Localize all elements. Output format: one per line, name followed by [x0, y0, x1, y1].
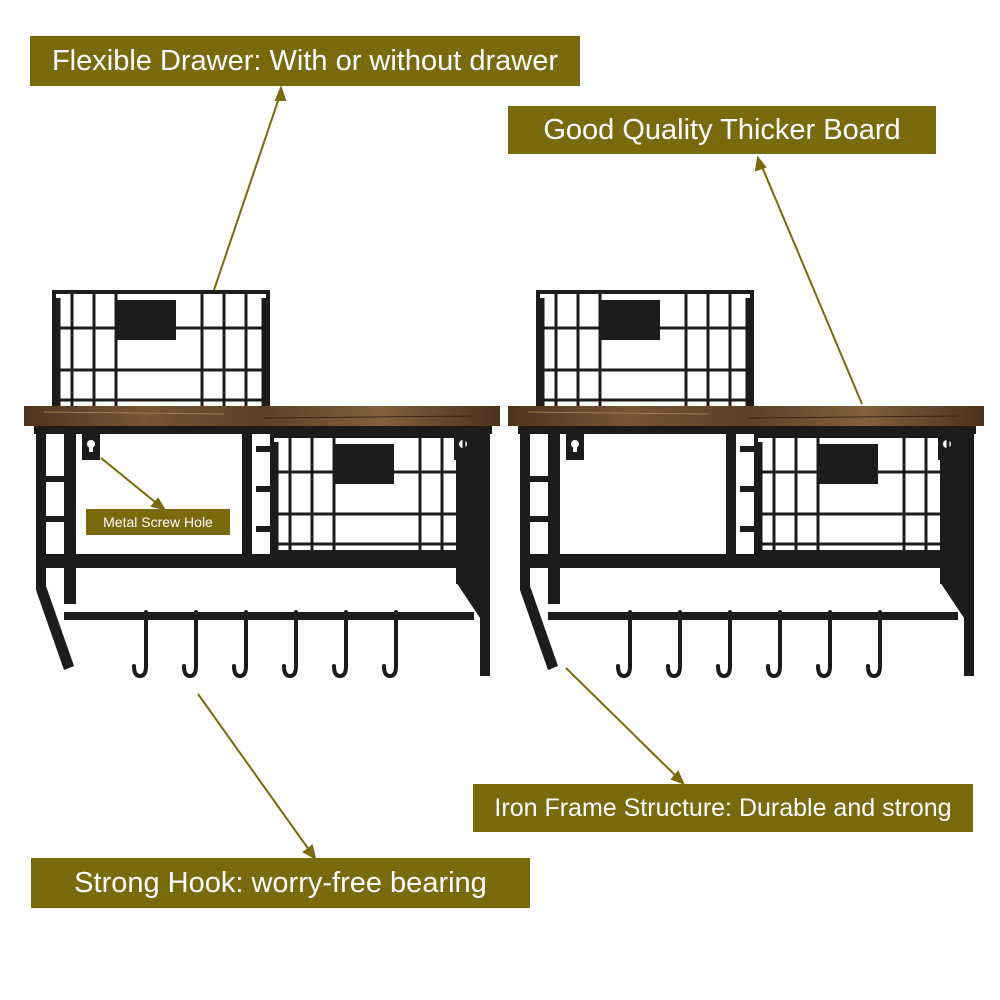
callout-flexible-drawer: Flexible Drawer: With or without drawer	[30, 36, 580, 86]
top-basket-left	[54, 292, 268, 408]
callout-strong-hook: Strong Hook: worry-free bearing	[31, 858, 530, 908]
callout-thicker-board: Good Quality Thicker Board	[508, 106, 936, 154]
callout-screw-hole: Metal Screw Hole	[86, 509, 230, 535]
callout-pointers	[100, 85, 863, 860]
shelf-unit-left	[24, 292, 500, 676]
top-basket-right	[538, 292, 752, 408]
callout-iron-frame: Iron Frame Structure: Durable and strong	[473, 784, 973, 832]
shelf-unit-right	[508, 292, 984, 676]
